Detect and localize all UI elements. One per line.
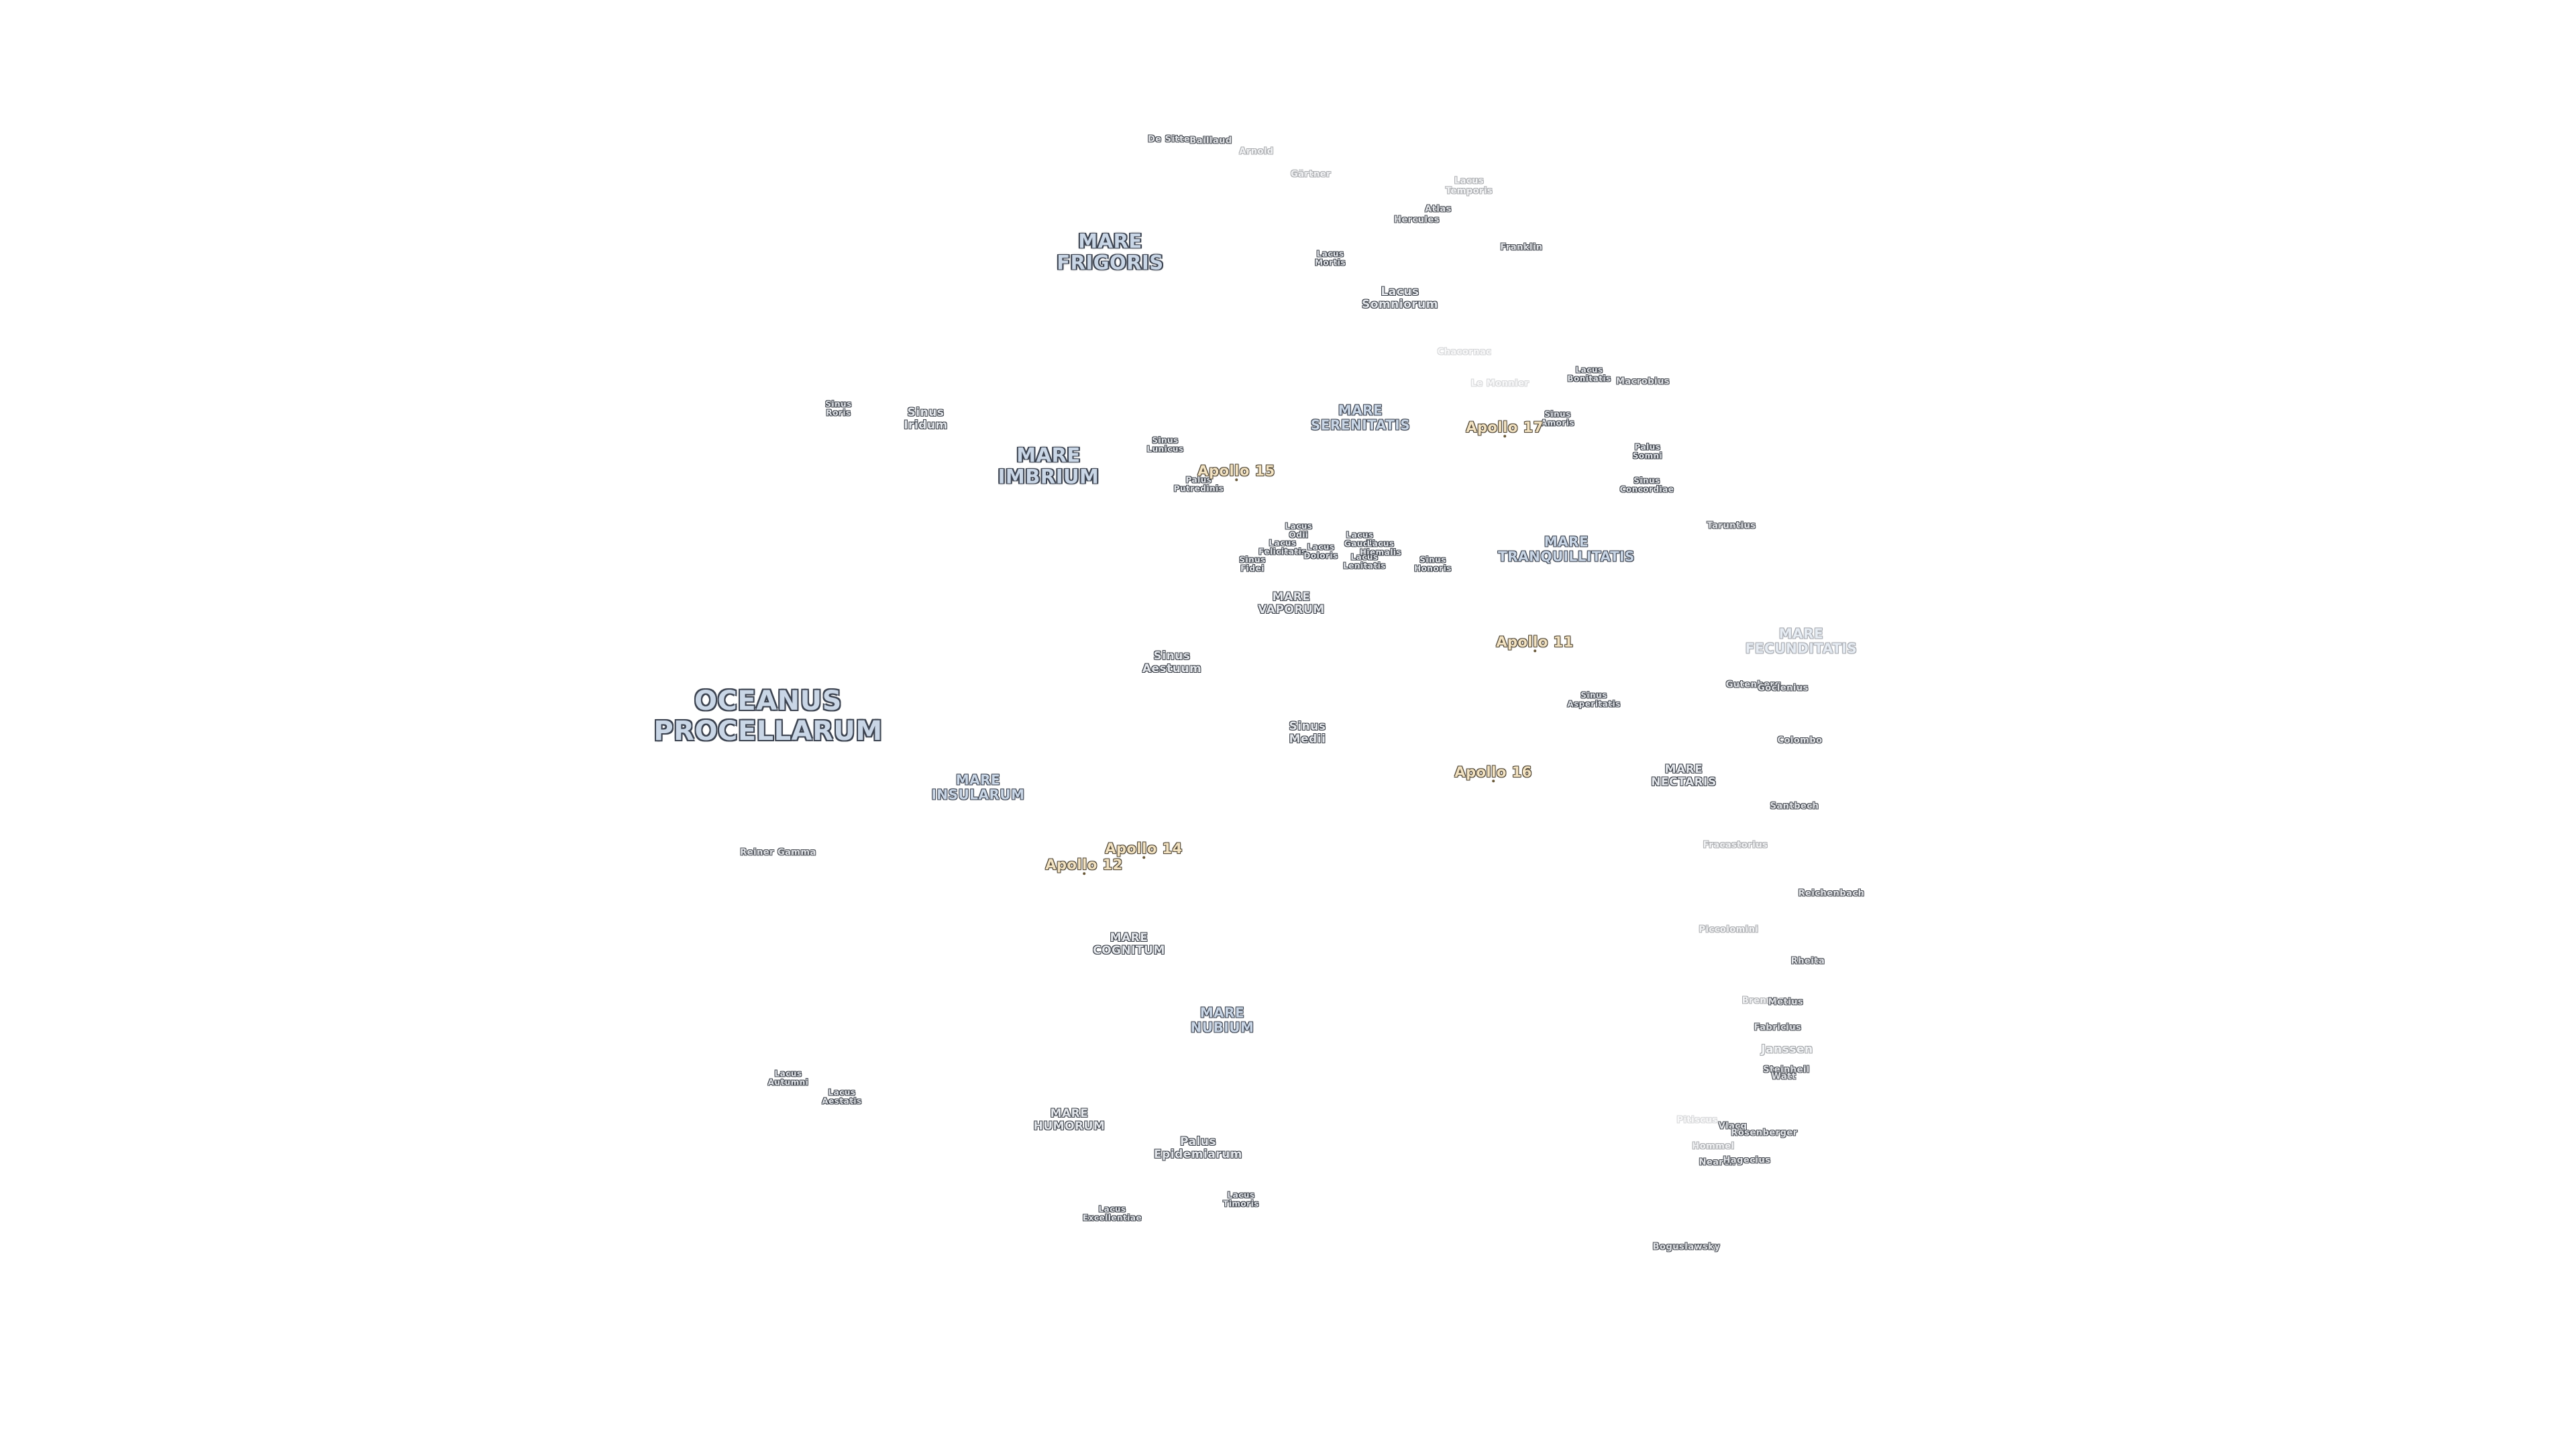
crater-label-gutenberg: Gutenberg — [1725, 680, 1782, 690]
crater-label-brenner: Brenner — [1741, 996, 1784, 1006]
crater-label-taruntius: Taruntius — [1707, 521, 1756, 531]
crater-label-steinheil: Steinheil — [1763, 1065, 1810, 1075]
feature-label-sinus-amoris: Sinus Amoris — [1540, 409, 1575, 428]
crater-label-watt: Watt — [1771, 1071, 1796, 1082]
feature-label-sinus-medii: Sinus Medii — [1289, 719, 1326, 746]
crater-label-baillaud: Baillaud — [1189, 136, 1232, 146]
crater-label-boguslawsky: Boguslawsky — [1652, 1242, 1721, 1252]
crater-label-goclenius: Goclenius — [1758, 683, 1809, 694]
feature-label-sinus-lunicus: Sinus Lunicus — [1146, 435, 1184, 454]
mare-label-oceanus-procellarum: OCEANUS PROCELLARUM — [653, 686, 883, 747]
crater-label-reiner-gamma: Reiner Gamma — [740, 847, 816, 858]
crater-label-chacornac: Chacornac — [1437, 347, 1492, 358]
feature-label-palus-somni: Palus Somni — [1632, 442, 1663, 461]
crater-label-hagecius: Hagecius — [1723, 1155, 1771, 1166]
feature-label-lacus-timoris: Lacus Timoris — [1223, 1190, 1259, 1209]
crater-label-le-monnier: Le Monnier — [1470, 378, 1529, 389]
feature-label-lacus-somniorum: Lacus Somniorum — [1362, 284, 1438, 311]
feature-label-palus-putredinis: Palus Putredinis — [1173, 475, 1224, 494]
feature-label-sinus-aestuum: Sinus Aestuum — [1142, 649, 1202, 676]
mare-label-nectaris: MARE NECTARIS — [1651, 762, 1717, 789]
crater-label-arnold: Arnold — [1239, 146, 1274, 157]
crater-label-santbech: Santbech — [1770, 801, 1819, 812]
mare-label-cognitum: MARE COGNITUM — [1093, 930, 1165, 957]
feature-label-lacus-gaudii: Lacus Gaudii — [1344, 530, 1376, 549]
feature-label-lacus-odii: Lacus Odii — [1285, 521, 1313, 540]
apollo-15-landing-marker[interactable]: Apollo 15 — [1197, 463, 1275, 481]
feature-label-lacus-temporis: Lacus Temporis — [1445, 176, 1493, 196]
feature-label-sinus-iridum: Sinus Iridum — [904, 405, 948, 432]
mare-label-imbrium: MARE IMBRIUM — [998, 443, 1099, 488]
crater-label-metius: Metius — [1768, 997, 1804, 1008]
crater-label-rheita: Rheita — [1790, 956, 1825, 967]
crater-label-hercules: Hercules — [1393, 215, 1440, 225]
feature-label-lacus-bonitatis: Lacus Bonitatis — [1567, 365, 1611, 384]
crater-label-vlacq: Vlacq — [1718, 1121, 1748, 1132]
feature-label-sinus-asperitatis: Sinus Asperitatis — [1567, 690, 1621, 709]
mare-label-fecunditatis: MARE FECUNDITATIS — [1745, 625, 1858, 657]
feature-label-lacus-lenitatis: Lacus Lenitatis — [1343, 552, 1386, 571]
feature-label-sinus-concordiae: Sinus Concordiae — [1619, 476, 1674, 494]
feature-label-lacus-autumni: Lacus Autumni — [767, 1069, 809, 1087]
feature-label-lacus-excellentiae: Lacus Excellentiae — [1082, 1204, 1142, 1223]
apollo-11-landing-marker[interactable]: Apollo 11 — [1496, 634, 1574, 652]
crater-label-rosenberger: Rosenberger — [1731, 1128, 1798, 1138]
crater-label-hommel: Hommel — [1692, 1141, 1735, 1152]
apollo-14-landing-marker[interactable]: Apollo 14 — [1105, 841, 1183, 859]
mare-label-serenitatis: MARE SERENITATIS — [1310, 402, 1411, 433]
feature-label-sinus-roris: Sinus Roris — [825, 399, 852, 418]
mare-label-vaporum: MARE VAPORUM — [1258, 590, 1325, 616]
crater-label-franklin: Franklin — [1500, 242, 1543, 253]
feature-label-palus-epidemiarum: Palus Epidemiarum — [1153, 1134, 1243, 1161]
crater-label-piccolomini: Piccolomini — [1699, 924, 1759, 935]
feature-label-sinus-fidei: Sinus Fidei — [1239, 555, 1266, 574]
crater-label-janssen: Janssen — [1761, 1042, 1813, 1057]
feature-label-lacus-doloris: Lacus Doloris — [1303, 542, 1338, 561]
mare-label-humorum: MARE HUMORUM — [1033, 1106, 1106, 1133]
apollo-17-landing-marker[interactable]: Apollo 17 — [1466, 419, 1544, 437]
feature-label-lacus-hiemalis: Lacus Hiemalis — [1359, 539, 1402, 557]
crater-label-pitiscus: Pitiscus — [1676, 1115, 1718, 1126]
feature-label-lacus-mortis: Lacus Mortis — [1314, 249, 1346, 268]
crater-label-atlas: Atlas — [1425, 204, 1452, 215]
crater-label-reichenbach: Reichenbach — [1798, 888, 1865, 899]
crater-label-nearch: Nearch — [1699, 1157, 1736, 1168]
feature-label-lacus-aestatis: Lacus Aestatis — [822, 1087, 862, 1106]
mare-label-frigoris: MARE FRIGORIS — [1057, 229, 1164, 274]
apollo-16-landing-marker[interactable]: Apollo 16 — [1454, 764, 1532, 782]
mare-label-insularum: MARE INSULARUM — [931, 771, 1025, 803]
crater-label-de-sitter: De Sitter — [1147, 134, 1195, 145]
crater-label-fabricius: Fabricius — [1754, 1022, 1802, 1033]
mare-label-tranquillitatis: MARE TRANQUILLITATIS — [1498, 533, 1635, 565]
crater-label-colombo: Colombo — [1777, 735, 1823, 746]
crater-label-macrobius: Macrobius — [1615, 376, 1670, 387]
mare-label-nubium: MARE NUBIUM — [1190, 1004, 1254, 1036]
crater-label-fracastorius: Fracastorius — [1703, 840, 1768, 851]
feature-label-lacus-felicitatis: Lacus Felicitatis — [1258, 538, 1307, 557]
apollo-12-landing-marker[interactable]: Apollo 12 — [1045, 857, 1123, 875]
crater-label-gartner: Gärtner — [1290, 169, 1332, 180]
feature-label-sinus-honoris: Sinus Honoris — [1414, 555, 1452, 574]
